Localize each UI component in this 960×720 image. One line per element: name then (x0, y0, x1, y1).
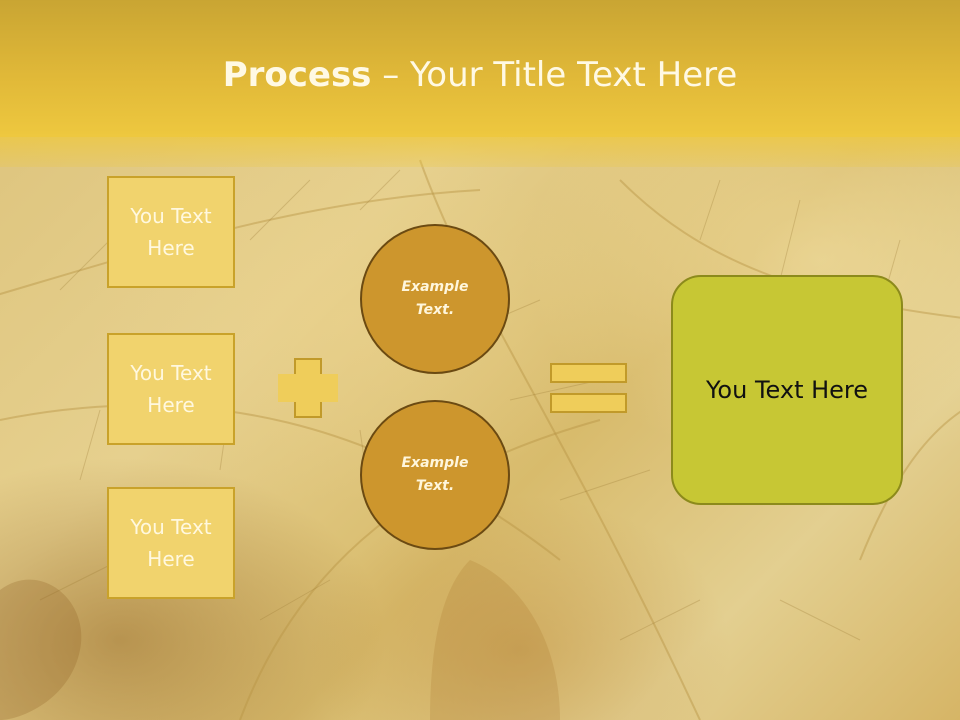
title-bar (0, 0, 960, 137)
input-box-2-label: You Text Here (130, 361, 212, 417)
title-bar-fade (0, 137, 960, 167)
result-box[interactable]: You Text Here (671, 275, 903, 505)
example-circle-1[interactable]: Example Text. (360, 224, 510, 374)
title-bold-word: Process (222, 55, 372, 95)
equals-icon-bottom-bar (550, 393, 627, 413)
example-circle-1-label: Example Text. (401, 279, 469, 318)
example-circle-2[interactable]: Example Text. (360, 400, 510, 550)
input-box-2[interactable]: You Text Here (107, 333, 235, 445)
input-box-3-label: You Text Here (130, 515, 212, 571)
plus-icon-center (296, 376, 320, 400)
input-box-1[interactable]: You Text Here (107, 176, 235, 288)
result-box-label: You Text Here (705, 376, 869, 404)
input-box-1-label: You Text Here (130, 204, 212, 260)
input-box-3[interactable]: You Text Here (107, 487, 235, 599)
equals-icon-top-bar (550, 363, 627, 383)
slide-title[interactable]: Process – Your Title Text Here (0, 52, 960, 98)
title-rest: – Your Title Text Here (371, 55, 738, 95)
example-circle-2-label: Example Text. (401, 455, 469, 494)
